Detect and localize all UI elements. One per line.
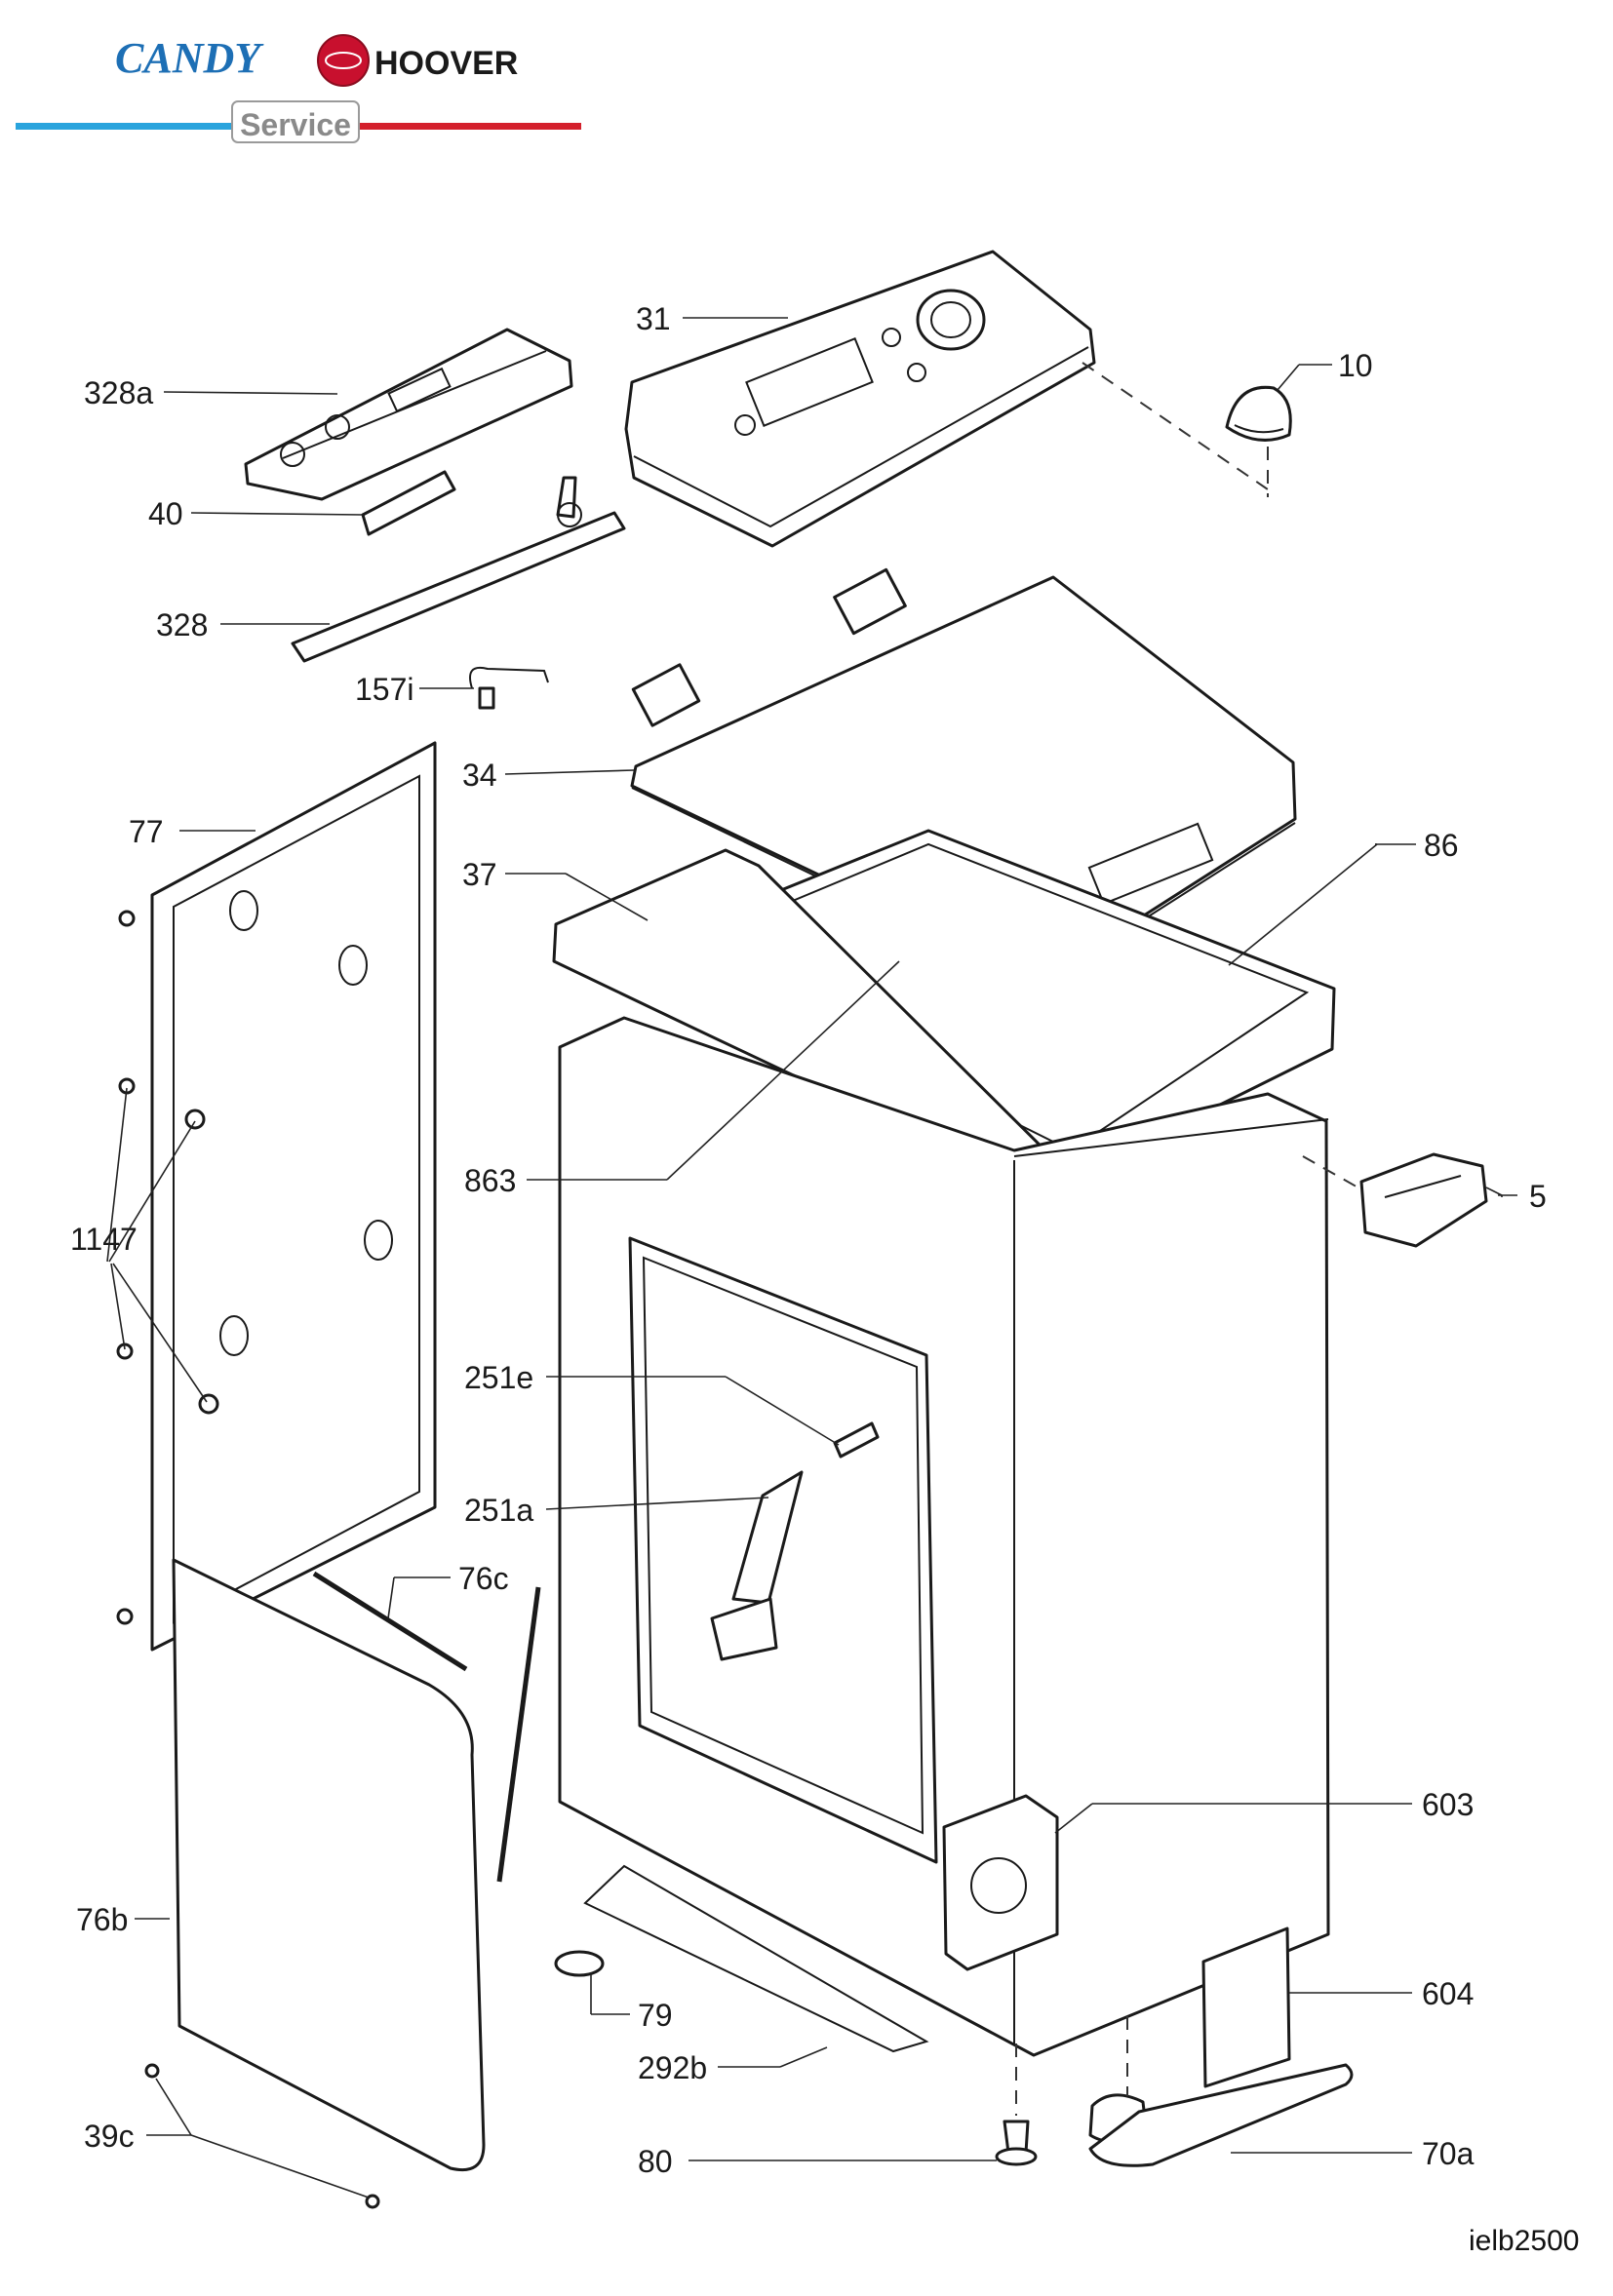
svg-text:251a: 251a — [464, 1493, 533, 1528]
part-79-foot — [554, 1950, 605, 1977]
callout-251a: 251a — [464, 1493, 769, 1528]
part-31-control-panel — [624, 250, 1096, 548]
svg-text:603: 603 — [1422, 1787, 1474, 1822]
svg-text:10: 10 — [1338, 348, 1373, 383]
part-77-back-panel — [150, 741, 437, 1652]
callout-604: 604 — [1289, 1976, 1474, 2011]
part-70a-drain-pump — [1088, 2063, 1354, 2167]
svg-text:37: 37 — [462, 857, 497, 892]
service-bar-blue — [16, 123, 232, 130]
part-603-pump-cover — [942, 1794, 1059, 1971]
service-tab — [231, 100, 360, 143]
callout-157i: 157i — [355, 672, 474, 707]
part-76c-rails — [312, 1571, 541, 1883]
callout-328a: 328a — [84, 375, 338, 410]
service-label: Service — [240, 107, 351, 142]
part-40-connector — [361, 470, 456, 536]
svg-text:76b: 76b — [76, 1902, 128, 1937]
svg-text:157i: 157i — [355, 672, 414, 707]
hoover-logo: HOOVER — [317, 34, 518, 87]
callout-76c: 76c — [387, 1561, 509, 1619]
part-251a-hinge — [710, 1470, 804, 1661]
svg-text:604: 604 — [1422, 1976, 1474, 2011]
callout-86: 86 — [1228, 828, 1459, 966]
part-251e-pin — [833, 1421, 880, 1459]
callout-1147: 1147 — [70, 1087, 208, 1403]
callout-5: 5 — [1485, 1179, 1547, 1214]
callout-10: 10 — [1277, 348, 1373, 391]
callout-79: 79 — [590, 1973, 673, 2033]
callout-31: 31 — [636, 301, 788, 336]
svg-text:HOOVER: HOOVER — [374, 45, 518, 82]
svg-text:79: 79 — [638, 1998, 673, 2033]
svg-text:70a: 70a — [1422, 2136, 1475, 2171]
callout-70a: 70a — [1231, 2136, 1475, 2171]
part-157i-wire — [469, 667, 549, 710]
candy-logo: CANDY — [115, 34, 264, 82]
callout-863: 863 — [464, 960, 900, 1198]
svg-text:5: 5 — [1529, 1179, 1547, 1214]
part-604-flap — [1201, 1926, 1291, 2088]
svg-text:863: 863 — [464, 1163, 516, 1198]
part-80-foot — [995, 2120, 1038, 2166]
svg-text:328a: 328a — [84, 375, 153, 410]
svg-text:328: 328 — [156, 607, 208, 642]
callout-77: 77 — [129, 814, 256, 849]
service-bar-red — [359, 123, 581, 130]
svg-text:39c: 39c — [84, 2119, 135, 2154]
part-10-knob — [1225, 385, 1292, 442]
svg-text:31: 31 — [636, 301, 671, 336]
callout-251e: 251e — [464, 1360, 840, 1446]
part-76b-front-panel — [172, 1558, 486, 2171]
part-292b-base — [583, 1864, 929, 2053]
svg-text:40: 40 — [148, 496, 183, 531]
part-39c-screws — [144, 2063, 380, 2209]
callout-76b: 76b — [76, 1902, 170, 1937]
part-34-lid — [630, 567, 1297, 987]
callout-37: 37 — [462, 857, 649, 921]
svg-text:76c: 76c — [458, 1561, 509, 1596]
svg-text:77: 77 — [129, 814, 164, 849]
header: CANDY HOOVER Service — [16, 34, 581, 143]
document-id: ielb2500 — [1469, 2225, 1579, 2257]
callout-603: 603 — [1054, 1787, 1474, 1834]
callout-292b: 292b — [638, 2046, 828, 2085]
callout-34: 34 — [462, 758, 635, 793]
svg-text:1147: 1147 — [70, 1222, 138, 1257]
callout-328: 328 — [156, 607, 330, 642]
part-328-pcb — [291, 476, 626, 663]
svg-text:251e: 251e — [464, 1360, 533, 1395]
svg-text:292b: 292b — [638, 2050, 707, 2085]
part-5-door-lock — [1359, 1152, 1488, 1248]
part-328a-module — [244, 328, 573, 501]
svg-text:86: 86 — [1424, 828, 1459, 863]
svg-text:80: 80 — [638, 2144, 673, 2179]
callout-80: 80 — [638, 2144, 997, 2179]
callout-40: 40 — [148, 496, 364, 531]
svg-text:34: 34 — [462, 758, 497, 793]
callout-39c: 39c — [84, 2078, 370, 2199]
